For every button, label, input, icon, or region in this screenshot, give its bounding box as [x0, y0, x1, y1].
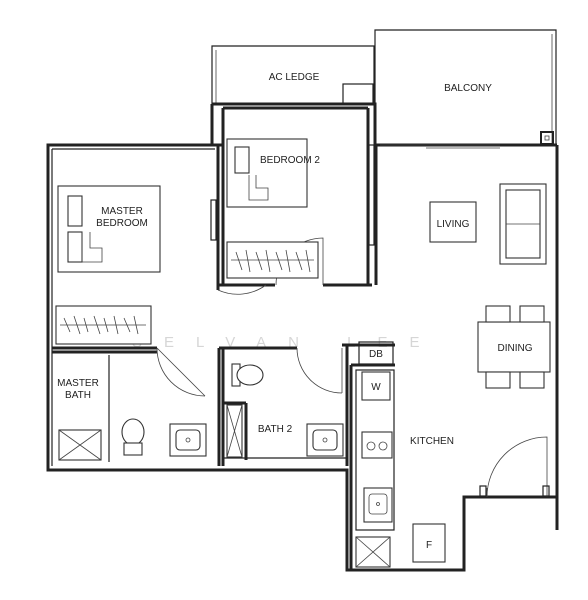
bath-2-toilet	[231, 363, 264, 387]
interior-walls	[52, 106, 395, 570]
label-master-bedroom-1: MASTER	[101, 206, 143, 217]
kitchen-counter	[355, 369, 395, 531]
windows	[210, 144, 500, 246]
db-box	[358, 341, 394, 365]
label-kitchen: KITCHEN	[410, 436, 454, 447]
coffee-table	[429, 201, 477, 243]
label-bedroom-2: BEDROOM 2	[260, 155, 320, 166]
bath-2-sink	[306, 423, 344, 457]
room-labels: AC LEDGE BALCONY BEDROOM 2 MASTER BEDROO…	[57, 72, 533, 551]
master-bath-toilet	[121, 418, 145, 456]
label-master-bath-1: MASTER	[57, 378, 99, 389]
bath-2-shower	[226, 404, 243, 458]
washer	[361, 371, 391, 401]
hob	[361, 431, 393, 459]
master-bath-shower	[58, 429, 102, 461]
label-washer: W	[371, 382, 381, 393]
label-living: LIVING	[437, 219, 470, 230]
kitchen-sink	[363, 487, 393, 523]
label-fridge: F	[426, 540, 432, 551]
master-bed	[57, 185, 161, 273]
doors	[156, 237, 550, 498]
dining-set	[477, 305, 551, 389]
bedroom-2-wardrobe	[226, 241, 319, 279]
sofa	[499, 183, 547, 265]
label-master-bath-2: BATH	[65, 390, 91, 401]
label-balcony: BALCONY	[444, 83, 492, 94]
label-db: DB	[369, 349, 383, 360]
label-bath-2: BATH 2	[258, 424, 293, 435]
label-ac-ledge: AC LEDGE	[269, 72, 320, 83]
master-bath-sink	[169, 423, 207, 457]
kitchen-service-box	[355, 536, 391, 568]
label-master-bedroom-2: BEDROOM	[96, 218, 148, 229]
fridge	[412, 523, 446, 563]
label-dining: DINING	[498, 343, 533, 354]
bedroom-2-bed	[226, 138, 308, 208]
master-wardrobe	[55, 305, 152, 345]
